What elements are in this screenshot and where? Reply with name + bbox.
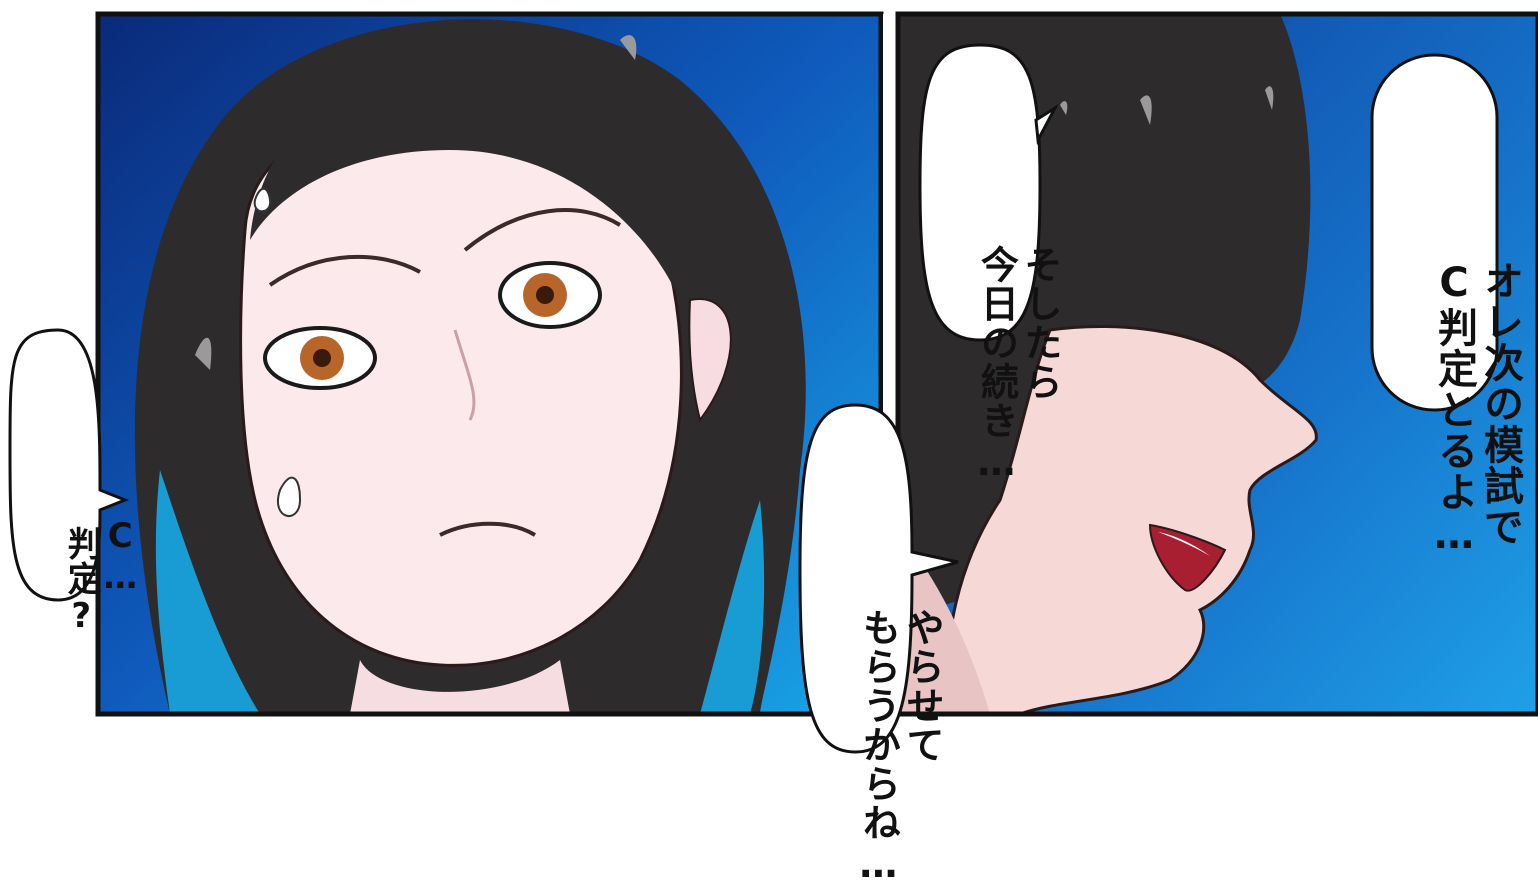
- bubble-c-judgement-shape: [8, 328, 130, 602]
- bubble-line: C…: [100, 516, 141, 598]
- bubble-line: もらうからね…: [856, 608, 901, 887]
- bubble-c-grade-shape: [1370, 53, 1499, 412]
- bubble-continue-shape: [918, 43, 1059, 342]
- bubble-c-grade: オレ次の模試で C判定とるよ…: [1385, 72, 1538, 559]
- panel-left: [98, 14, 881, 714]
- bubble-let-me: やらせて もらうからね…: [812, 428, 987, 887]
- manga-page: C… 判定? オレ次の模試で C判定とるよ… そしたら 今日の続き… やらせて …: [8, 11, 1538, 887]
- bubble-line: C判定とるよ…: [1431, 260, 1477, 559]
- bubble-line: そしたら: [1018, 245, 1063, 401]
- bubble-let-me-shape: [798, 403, 959, 754]
- man-face: [945, 325, 1318, 714]
- bubble-line: オレ次の模試で: [1477, 260, 1523, 547]
- bubble-c-judgement: C… 判定?: [22, 352, 178, 637]
- manga-artwork: [8, 11, 1538, 754]
- man-mouth: [1148, 523, 1227, 592]
- bubble-line: 判定?: [61, 526, 102, 637]
- bubble-line: 今日の続き…: [974, 245, 1019, 485]
- bubble-line: やらせて: [900, 608, 945, 764]
- bubble-continue: そしたら 今日の続き…: [930, 65, 1105, 485]
